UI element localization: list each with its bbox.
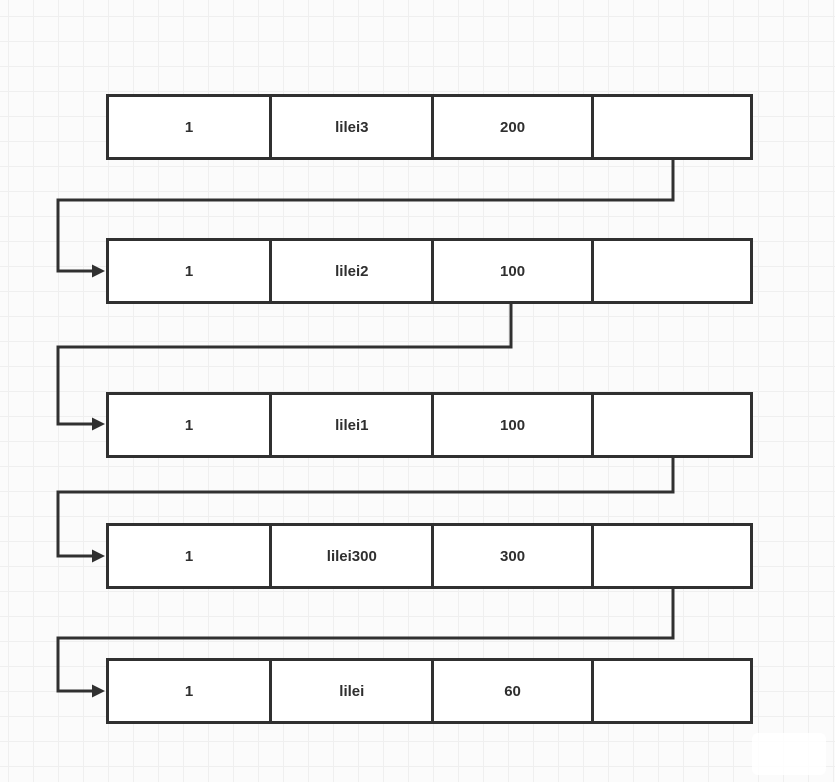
- node-3-name-cell[interactable]: lilei1: [272, 395, 435, 455]
- node-1-id-cell[interactable]: 1: [109, 97, 273, 157]
- linked-list-node-3[interactable]: 1 lilei1 100: [106, 392, 753, 458]
- node-5-id-cell[interactable]: 1: [109, 661, 273, 721]
- linked-list-node-5[interactable]: 1 lilei 60: [106, 658, 753, 724]
- faint-watermark-artifact: [752, 733, 826, 775]
- linked-list-node-2[interactable]: 1 lilei2 100: [106, 238, 753, 304]
- node-1-next-cell[interactable]: [594, 97, 750, 157]
- arrowhead-icon: [92, 417, 105, 431]
- node-4-id-cell[interactable]: 1: [109, 526, 273, 586]
- node-2-name-cell[interactable]: lilei2: [272, 241, 435, 301]
- node-2-id-cell[interactable]: 1: [109, 241, 273, 301]
- arrowhead-icon: [92, 264, 105, 278]
- arrowhead-icon: [92, 549, 105, 563]
- node-5-next-cell[interactable]: [594, 661, 750, 721]
- node-1-value-cell[interactable]: 200: [434, 97, 594, 157]
- node-2-next-cell[interactable]: [594, 241, 750, 301]
- linked-list-node-1[interactable]: 1 lilei3 200: [106, 94, 753, 160]
- node-4-name-cell[interactable]: lilei300: [272, 526, 435, 586]
- node-5-value-cell[interactable]: 60: [434, 661, 594, 721]
- node-3-next-cell[interactable]: [594, 395, 750, 455]
- node-2-value-cell[interactable]: 100: [434, 241, 594, 301]
- node-3-value-cell[interactable]: 100: [434, 395, 594, 455]
- node-1-name-cell[interactable]: lilei3: [272, 97, 435, 157]
- node-5-name-cell[interactable]: lilei: [272, 661, 435, 721]
- arrowhead-icon: [92, 684, 105, 698]
- node-3-id-cell[interactable]: 1: [109, 395, 273, 455]
- node-4-next-cell[interactable]: [594, 526, 750, 586]
- node-4-value-cell[interactable]: 300: [434, 526, 594, 586]
- linked-list-node-4[interactable]: 1 lilei300 300: [106, 523, 753, 589]
